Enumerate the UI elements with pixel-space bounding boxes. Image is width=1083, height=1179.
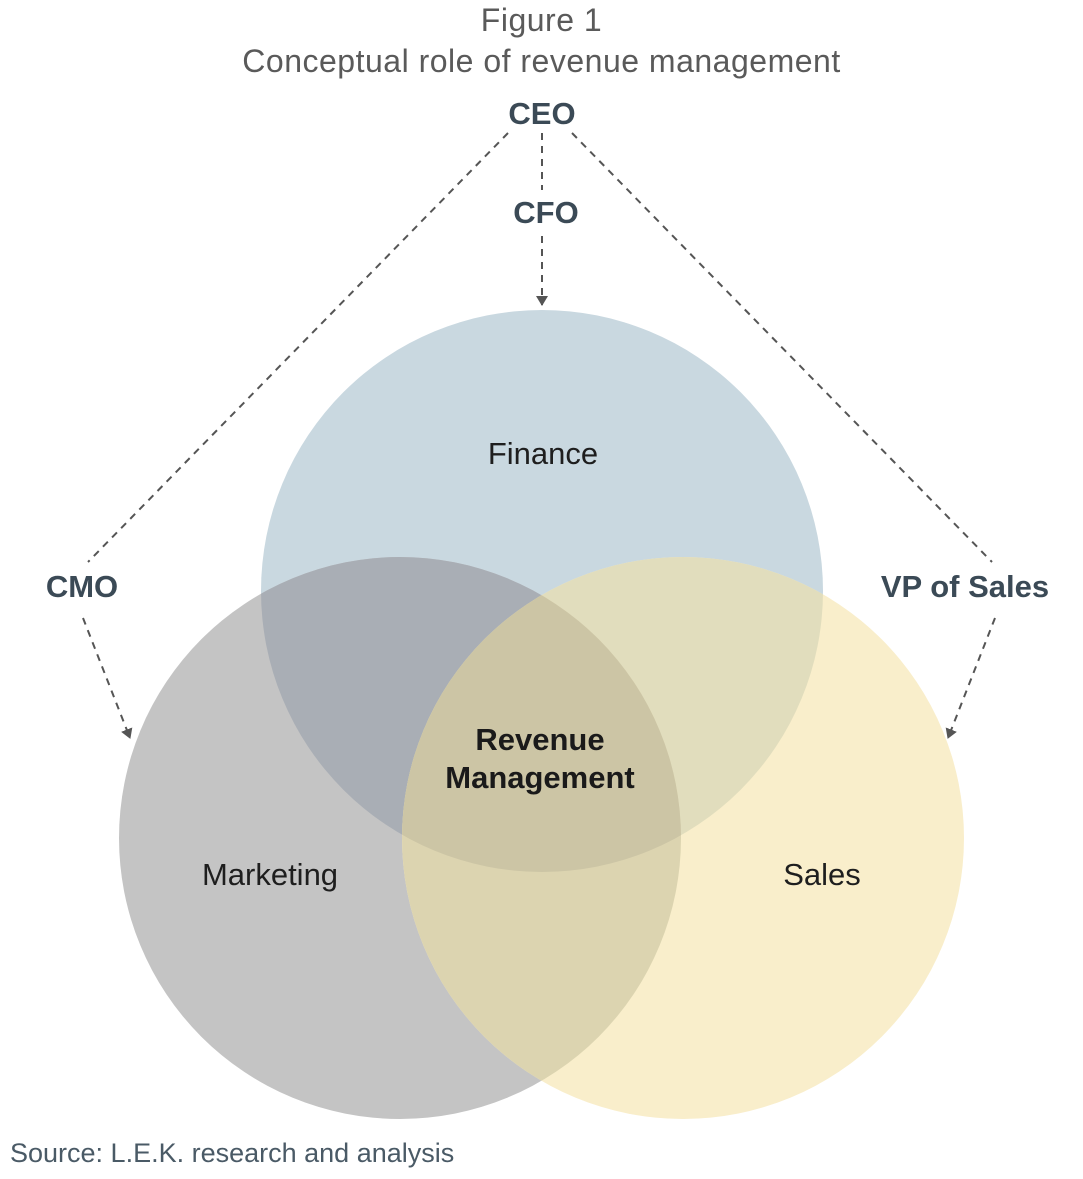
figure-number: Figure 1 <box>480 2 603 38</box>
source-note: Source: L.E.K. research and analysis <box>10 1138 455 1168</box>
management-label: Management <box>445 760 634 795</box>
vp-sales-to-sales-arrow <box>945 617 996 739</box>
vp-sales-label: VP of Sales <box>881 569 1049 604</box>
cfo-label: CFO <box>513 195 578 230</box>
ceo-label: CEO <box>508 96 575 131</box>
revenue-management-overlap <box>402 557 681 872</box>
figure-title: Conceptual role of revenue management <box>242 43 841 79</box>
finance-label: Finance <box>488 436 598 471</box>
cmo-to-marketing-arrow <box>82 617 133 739</box>
marketing-label: Marketing <box>202 857 338 892</box>
ceo-to-vp-sales-line <box>571 132 993 563</box>
revenue-label: Revenue <box>475 722 604 757</box>
sales-label: Sales <box>783 857 861 892</box>
ceo-to-cmo-line <box>87 132 509 563</box>
cmo-label: CMO <box>46 569 118 604</box>
